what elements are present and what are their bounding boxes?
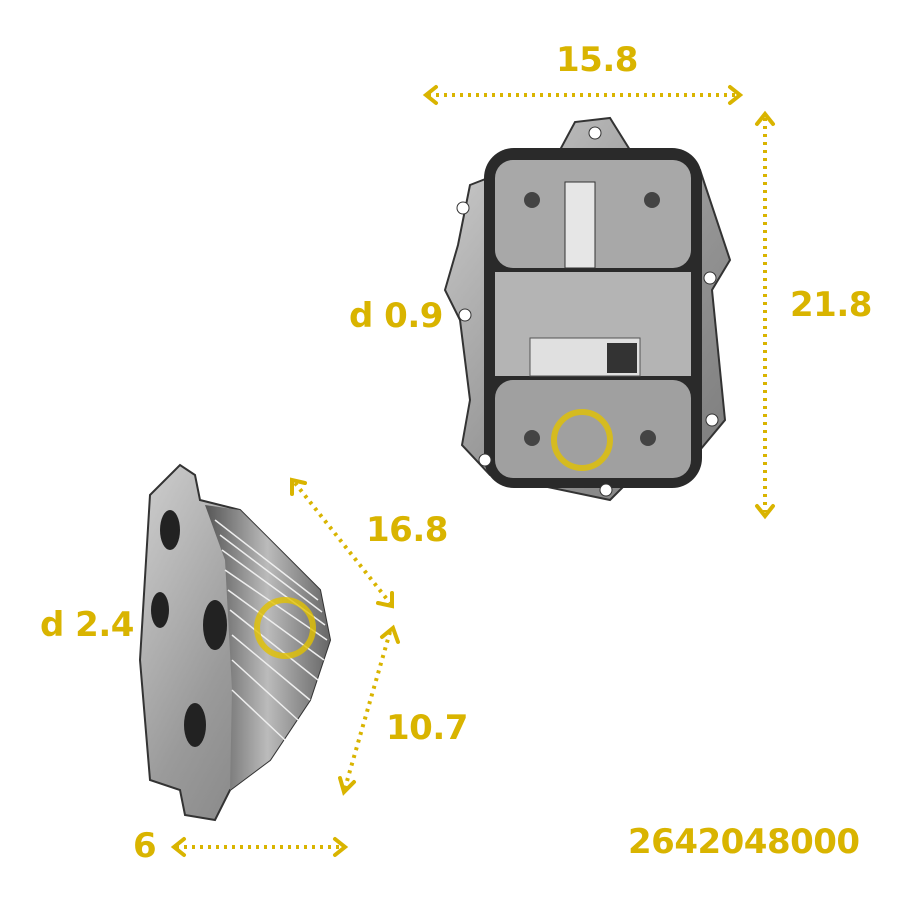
watermark-logo	[254, 409, 613, 659]
part-number: 2642048000	[628, 822, 860, 862]
qr-code	[607, 343, 637, 373]
side-depth-label: d 2.4	[40, 605, 134, 645]
top-depth-label: d 0.9	[349, 296, 443, 336]
top-width-label: 15.8	[556, 40, 638, 80]
dimension-arrows	[176, 93, 767, 849]
side-height-label: 10.7	[386, 708, 468, 748]
top-height-label: 21.8	[790, 285, 872, 325]
side-width-label: 6	[133, 826, 157, 866]
oil-cooler-top-view	[443, 116, 732, 502]
oil-cooler-side-view	[138, 463, 332, 822]
arrow-heads	[170, 85, 775, 857]
side-length-label: 16.8	[366, 510, 448, 550]
